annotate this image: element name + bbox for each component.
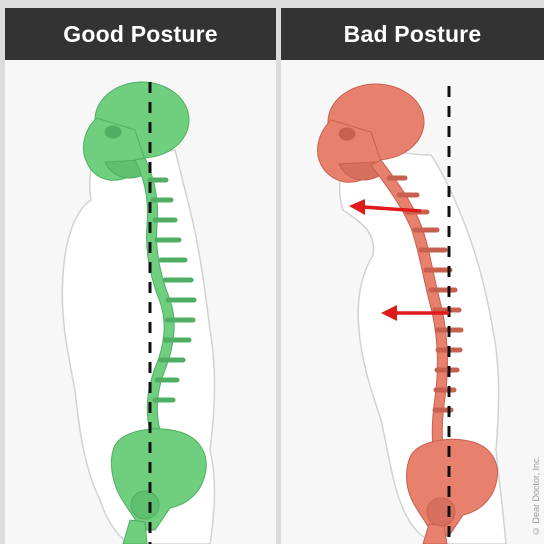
bad-posture-title: Bad Posture: [281, 8, 544, 60]
bad-posture-panel: Bad Posture: [281, 8, 544, 544]
bad-posture-illustration: [281, 60, 544, 544]
good-posture-panel: Good Posture: [5, 8, 276, 544]
copyright-text: © Dear Doctor, Inc.: [531, 456, 541, 536]
good-posture-illustration: [5, 60, 276, 544]
good-posture-title: Good Posture: [5, 8, 276, 60]
